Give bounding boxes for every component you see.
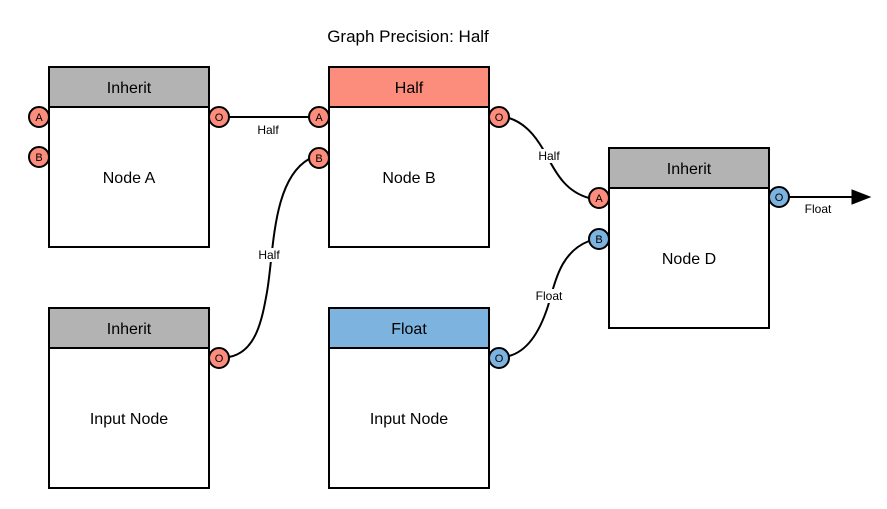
node-a-port-b: B [28,146,50,168]
edge-nodeb-o-to-noded-a-label-bg [532,149,566,163]
ports-layer: A B O A B O A B O O O [28,106,790,369]
edge-noded-o-output-arrowhead-icon [851,189,872,205]
node-b-port-o-label: O [495,112,504,124]
node-a-port-b-label: B [35,152,42,164]
node-b-port-o: O [488,106,510,128]
node-b-port-b: B [308,147,330,169]
node-a-port-a: A [28,106,50,128]
node-b-port-b-label: B [315,153,322,165]
node-b-header [328,66,490,108]
node-a-port-o-label: O [215,112,224,124]
edge-noded-o-output-label: Float [805,202,832,216]
node-b-port-b-circle [308,147,330,169]
node-b-port-a-circle [308,106,330,128]
diagram-title: Graph Precision: Half [327,27,489,46]
node-a-port-o-circle [208,106,230,128]
node-d-header [608,147,770,189]
node-d-port-b-label: B [595,234,602,246]
edge-input2-o-to-noded-b-label: Float [536,289,563,303]
input-node-half-header [48,307,210,349]
node-d-port-a-label: A [595,193,603,205]
input-node-half-port-o-label: O [215,353,224,365]
node-d-port-o: O [768,186,790,208]
node-d-port-b: B [588,228,610,250]
node-a-port-a-label: A [35,112,43,124]
input-node-half-port-o: O [208,347,230,369]
edge-nodea-o-to-nodeb-a-label: Half [257,123,279,137]
node-b-header-label: Half [395,80,424,97]
input-node-half-label: Input Node [90,411,168,428]
node-b-port-a-label: A [315,112,323,124]
edge-input2-o-to-noded-b-label-bg [528,289,570,303]
node-a-port-o: O [208,106,230,128]
node-d-port-o-circle [768,186,790,208]
edge-nodeb-o-to-noded-a-label: Half [538,149,560,163]
input-node-half-port-o-circle [208,347,230,369]
node-d-header-label: Inherit [667,161,712,178]
node-a-header-label: Inherit [107,80,152,97]
edge-input1-o-to-nodeb-b-label: Half [258,248,280,262]
edge-noded-o-output-label-bg [797,202,839,216]
node-d-port-o-label: O [775,192,784,204]
node-d-port-a-circle [588,187,610,209]
node-b-port-a: A [308,106,330,128]
node-b-label: Node B [382,170,435,187]
edge-input1-o-to-nodeb-b [228,158,310,358]
input-node-float-label: Input Node [370,411,448,428]
input-node-float-port-o-circle [488,347,510,369]
edge-input2-o-to-noded-b [508,240,590,357]
edge-input1-o-to-nodeb-b-label-bg [252,248,286,262]
edge-nodea-o-to-nodeb-a-label-bg [251,123,285,137]
input-node-float-header [328,307,490,349]
node-a-port-b-circle [28,146,50,168]
node-a-header [48,66,210,108]
input-node-half-header-label: Inherit [107,321,152,338]
node-d-port-a: A [588,187,610,209]
input-node-float-header-label: Float [391,321,427,338]
node-b-port-o-circle [488,106,510,128]
node-d-port-b-circle [588,228,610,250]
input-node-float-port-o-label: O [495,353,504,365]
node-a-label: Node A [103,170,156,187]
node-a-port-a-circle [28,106,50,128]
node-d-label: Node D [662,251,716,268]
input-node-float-port-o: O [488,347,510,369]
